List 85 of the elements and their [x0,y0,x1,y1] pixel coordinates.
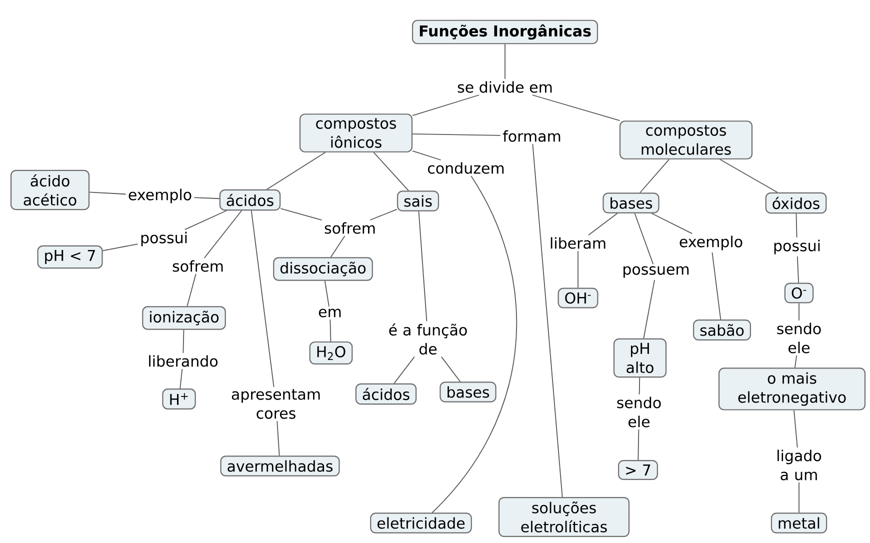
linking-phrase: é a função de [389,323,467,355]
linking-phrase: exemplo [128,188,192,204]
connector-line [180,368,183,389]
concept-box: bases [602,192,660,214]
concept-box: sais [396,190,440,212]
connector-line [794,410,798,448]
connector-line [638,429,640,460]
concept-box: ionização [142,306,226,330]
connector-line [394,356,415,384]
connector-line [370,208,398,220]
concept-box: H$_{2}$O [309,341,353,365]
concept-box: O$^{-}$ [784,282,814,304]
connector-line [89,192,126,195]
connector-line [798,302,800,321]
concept-box: pH alto [613,338,667,378]
concept-box: ácidos [219,189,281,211]
linking-phrase: ligado a um [778,450,822,480]
linking-phrase: formam [502,130,560,142]
linking-phrase: liberando [149,355,218,367]
linking-phrase: possuem [624,266,689,278]
linking-phrase: sofrem [324,222,375,234]
concept-box: sabão [693,320,751,340]
linking-phrase: possui [141,232,187,246]
connector-line [796,213,798,238]
concept-box: bases [440,382,496,402]
linking-phrase: em [318,308,341,318]
connector-line [796,256,799,284]
linking-phrase: sendo ele [617,396,661,428]
linking-phrase: possui [774,240,820,254]
connector-line [412,94,480,116]
connector-line [418,210,428,322]
connector-line [412,134,501,136]
connector-line [432,176,518,514]
concept-box: o mais eletronegativo [718,368,866,410]
concept-box: soluções eletrolíticas [498,497,630,537]
connector-line [276,420,280,456]
connector-line [373,152,410,192]
connector-line [184,210,227,230]
concept-box: ácidos [355,383,417,405]
linking-phrase: conduzem [428,162,504,174]
concept-box: pH < 7 [37,245,103,269]
concept-box: H$^{+}$ [162,388,196,410]
concept-box: compostos iônicos [299,114,413,152]
linking-phrase: sofrem [172,260,223,272]
connector-line [194,197,220,200]
connector-line [798,482,800,514]
concept-box: avermelhadas [220,456,340,476]
concept-box: ácido acético [10,170,90,210]
linking-phrase: apresentam cores [232,389,320,419]
connector-line [330,236,346,258]
concept-box: eletricidade [370,512,472,534]
concept-box: óxidos [765,192,827,214]
connector-line [102,244,138,252]
connector-line [182,329,184,354]
linking-phrase: se divide em [458,81,552,93]
connector-line [330,319,332,342]
connector-line [588,212,618,236]
connector-line [532,144,563,498]
concept-box: metal [770,512,828,534]
connector-line [280,208,322,221]
linking-phrase: liberam [550,237,606,249]
title-box: Funções Inorgânicas [412,20,598,44]
linking-phrase: exemplo [680,236,742,250]
connector-line [324,280,330,307]
connector-line [719,158,778,193]
concept-box: OH$^{-}$ [558,288,598,308]
connector-line [204,210,242,258]
connector-line [504,44,506,80]
concept-box: dissociação [273,257,373,281]
connector-line [412,150,442,160]
connector-line [266,152,326,190]
connector-line [634,212,654,264]
concept-box: > 7 [618,460,658,480]
connector-line [186,274,196,307]
connector-line [651,212,693,234]
concept-box: compostos moleculares [619,120,753,160]
connector-line [712,252,722,320]
connector-line [794,355,798,368]
linking-phrase: sendo ele [777,322,821,354]
connector-line [532,94,620,122]
connector-line [643,280,655,339]
connector-line [638,377,640,395]
connector-line [250,210,274,388]
connector-line [441,356,461,382]
connector-line [640,158,670,194]
